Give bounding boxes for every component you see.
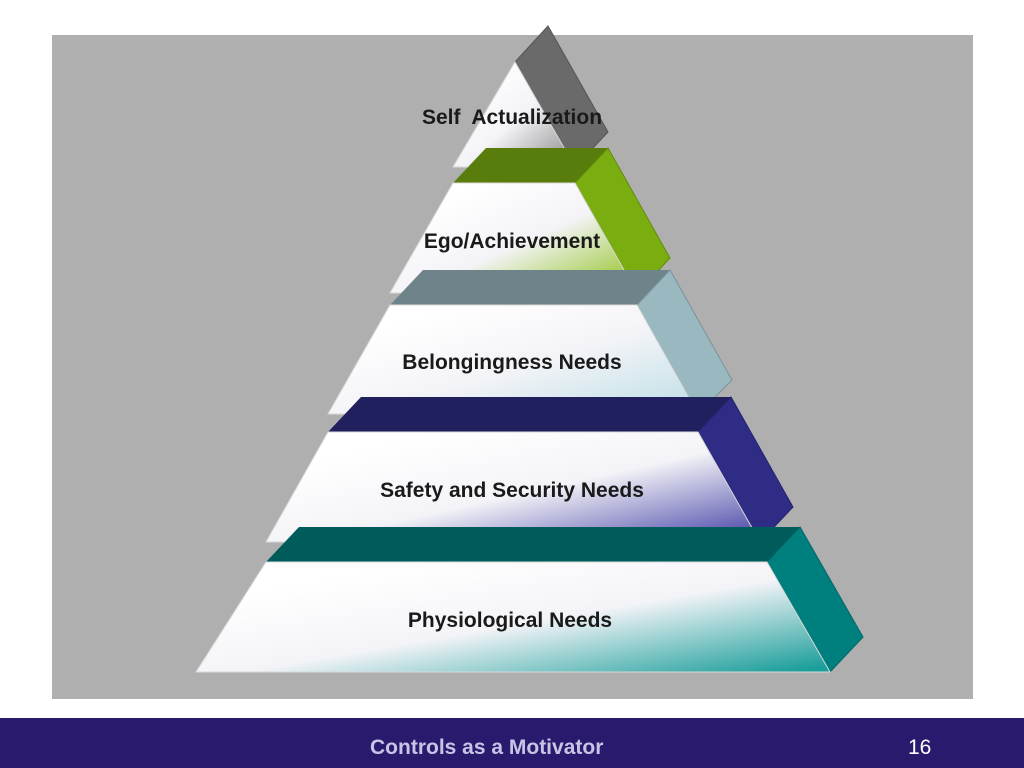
footer-title: Controls as a Motivator [370, 736, 604, 759]
tier-top-face [453, 148, 608, 183]
tier-front-face [195, 561, 831, 673]
tier-label: Belongingness Needs [402, 351, 621, 374]
pyramid-tiers: Self ActualizationEgo/AchievementBelongi… [195, 25, 864, 673]
tier-label: Safety and Security Needs [380, 479, 644, 502]
page-number: 16 [908, 736, 932, 759]
tier-label: Ego/Achievement [424, 230, 600, 253]
tier-top-face [266, 527, 800, 562]
tier-top-face [390, 270, 670, 305]
tier-label: Self Actualization [422, 106, 602, 129]
tier-label: Physiological Needs [408, 609, 612, 632]
tier-top-face [328, 397, 731, 432]
footer-bar [0, 718, 1024, 768]
